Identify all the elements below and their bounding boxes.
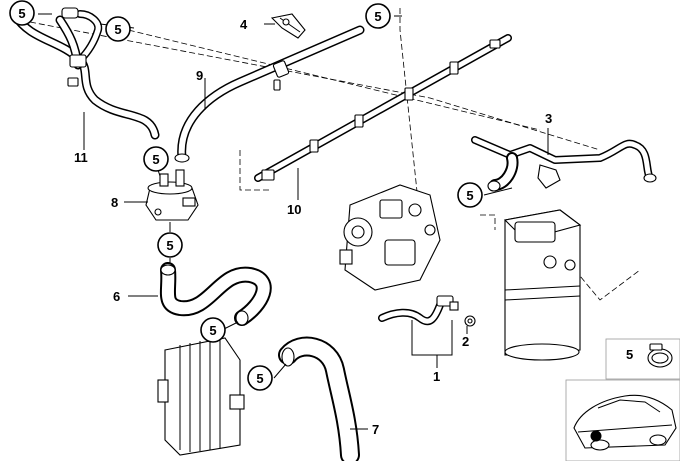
inset-callout-5: 5 [626,347,633,362]
clamp-legend-inset: 5 [605,338,680,380]
callout-5-h-text: 5 [466,188,473,203]
callout-5-e-text: 5 [166,238,173,253]
callout-3: 3 [545,111,552,126]
hose-clamp-icon [647,343,673,368]
callout-5-h: 5 [457,182,483,208]
engine-location-marker [590,430,602,442]
callout-5-e: 5 [157,232,183,258]
callout-5-f: 5 [200,317,226,343]
callout-11: 11 [74,150,88,165]
pipe-part-3[interactable] [471,136,657,192]
callout-9: 9 [196,68,203,83]
callout-8: 8 [111,195,118,210]
vehicle-locator-inset [565,379,680,461]
hose-part-7[interactable] [278,336,360,461]
callout-5-c: 5 [365,3,391,29]
hose-part-6[interactable] [159,262,272,326]
callout-5-b: 5 [105,16,131,42]
hose-part-11[interactable] [10,7,160,140]
callout-5-b-text: 5 [114,22,121,37]
callout-6: 6 [113,289,120,304]
callout-5-g: 5 [247,365,273,391]
fuel-filter-canister [503,209,582,361]
high-pressure-pump [339,184,441,291]
callout-4: 4 [240,17,248,32]
rail-injector-fittings [261,39,501,181]
callout-5-f-text: 5 [209,323,216,338]
callout-10: 10 [287,202,301,217]
fuel-rail-part-10[interactable] [254,34,512,182]
washer-part-2[interactable] [464,315,476,327]
callout-5-d: 5 [143,146,169,172]
callout-2: 2 [462,334,469,349]
leader-lines [38,13,549,430]
fuel-cooler-block [157,337,245,456]
clip-part-4[interactable] [270,13,306,39]
pipe-part-9[interactable] [174,25,365,163]
callout-5-c-text: 5 [374,9,381,24]
valve-part-8[interactable] [145,169,199,221]
callout-5-g-text: 5 [256,371,263,386]
hose-part-1[interactable] [378,295,459,326]
dashed-reference-lines [29,8,641,301]
callout-5-a-text: 5 [18,6,25,21]
callout-5-a: 5 [9,0,35,26]
callout-1: 1 [433,369,440,384]
callout-7: 7 [372,422,379,437]
callout-5-d-text: 5 [152,152,159,167]
